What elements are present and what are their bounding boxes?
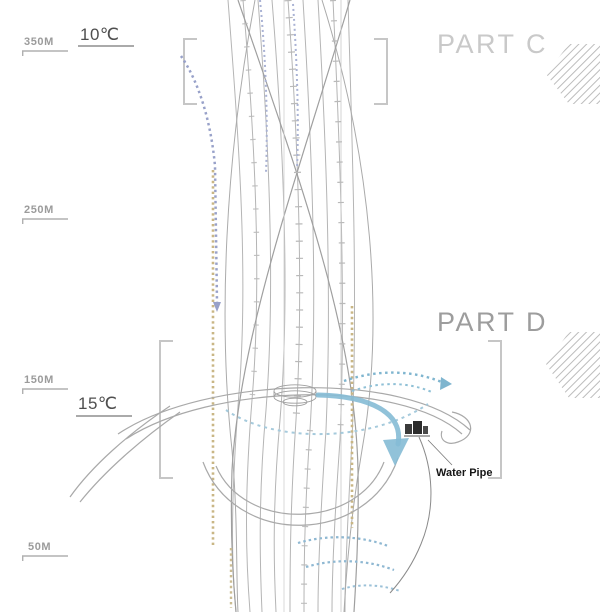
hatch-arrow-part-d-icon: [546, 332, 600, 398]
scale-tick-lines: [22, 50, 68, 561]
hatch-arrow-part-c-icon: [546, 44, 600, 104]
airflow-arrow: [315, 392, 409, 466]
temperature-label-10c: 10℃: [80, 25, 120, 44]
water-pipe-unit: [389, 421, 432, 594]
airflow-dotted-paths: [225, 371, 452, 592]
deck-canopy: [69, 387, 472, 526]
scale-marker-250m: 250M: [24, 204, 54, 216]
thermal-dotted-lines: [179, 55, 354, 608]
scale-marker-350m: 350M: [24, 36, 54, 48]
updraft-dotted-strands: [259, 0, 299, 173]
part-d-label: PART D: [437, 307, 549, 337]
section-brackets: [159, 38, 502, 479]
tower-segment-rungs: [240, 0, 346, 612]
water-pipe-leader-line: [427, 439, 453, 466]
temperature-label-15c: 15℃: [78, 394, 118, 413]
part-c-label: PART C: [437, 29, 549, 59]
tower-strands: [224, 0, 374, 612]
water-pipe-label: Water Pipe: [436, 467, 493, 479]
scale-marker-150m: 150M: [24, 374, 54, 386]
temperature-underlines: [76, 45, 134, 417]
scale-marker-50m: 50M: [28, 541, 52, 553]
